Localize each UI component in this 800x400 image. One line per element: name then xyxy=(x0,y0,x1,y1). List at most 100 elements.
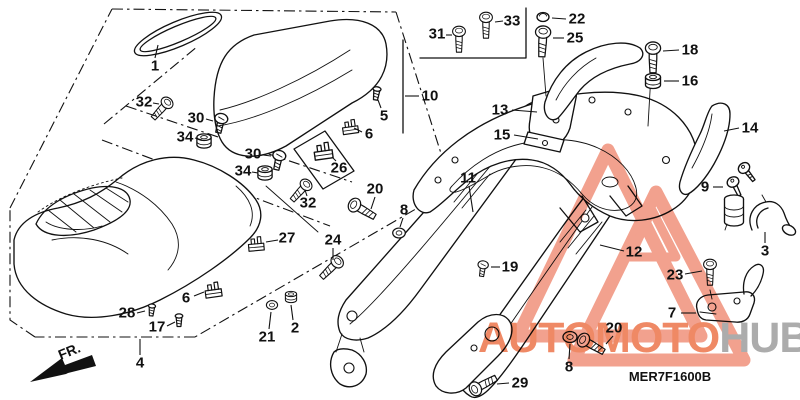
nut-8-glyph xyxy=(392,227,406,239)
callout-12: 12 xyxy=(626,244,643,261)
callout-9: 9 xyxy=(701,179,709,196)
callout-2: 2 xyxy=(291,320,299,337)
callout-8: 8 xyxy=(565,359,573,376)
callout-leader-28 xyxy=(136,310,146,314)
callout-leader-12 xyxy=(599,244,625,252)
callout-leader-34 xyxy=(251,171,259,174)
callout-34: 34 xyxy=(235,163,252,180)
callout-13: 13 xyxy=(492,102,509,119)
callout-leader-8 xyxy=(399,217,404,228)
watermark-text: AUTOMOTOHUB xyxy=(478,314,800,362)
watermark-text-accent: AUTOMOTO xyxy=(478,314,719,362)
callout-27: 27 xyxy=(279,230,296,247)
grommet-16-glyph xyxy=(644,72,662,90)
callout-24: 24 xyxy=(325,232,342,249)
callout-20: 20 xyxy=(606,320,623,337)
bolt-25-glyph xyxy=(533,24,552,58)
clip-6-glyph xyxy=(203,281,223,299)
callout-leader-13 xyxy=(511,109,538,113)
callout-leader-21 xyxy=(268,311,272,330)
callout-34: 34 xyxy=(177,129,194,146)
pin-5-glyph xyxy=(370,85,382,102)
callout-15: 15 xyxy=(494,127,511,144)
callout-leader-5 xyxy=(377,99,382,109)
callout-1: 1 xyxy=(151,58,159,75)
lock-set xyxy=(723,161,756,231)
callout-leader-15 xyxy=(513,134,539,140)
callout-22: 22 xyxy=(569,11,586,28)
clip-26-glyph xyxy=(312,141,334,161)
callout-leader-29 xyxy=(496,382,510,385)
callout-leader-6 xyxy=(353,127,363,133)
callout-leader-30 xyxy=(262,154,272,157)
clip-26-box xyxy=(293,130,355,190)
callout-6: 6 xyxy=(182,290,190,307)
callout-7: 7 xyxy=(668,305,676,322)
bolt-18-glyph xyxy=(644,41,662,74)
bolt-24-glyph xyxy=(316,252,347,283)
capnut-22-glyph xyxy=(536,11,550,23)
screw-19-glyph xyxy=(475,259,490,278)
clip-6-glyph xyxy=(341,118,360,136)
callout-17: 17 xyxy=(149,319,166,336)
seat-rubber-seal xyxy=(133,11,223,57)
callout-leader-1 xyxy=(154,44,159,59)
callout-leader-32 xyxy=(152,102,160,105)
grommet-34-glyph xyxy=(196,133,212,149)
bolt-31-33-box xyxy=(419,7,527,59)
grommet-2-glyph xyxy=(284,290,298,304)
callout-10: 10 xyxy=(422,88,439,105)
callout-29: 29 xyxy=(512,375,529,392)
callout-layer: 1234566788910111213141516171819202021222… xyxy=(119,11,770,392)
main-seat xyxy=(13,156,262,319)
callout-18: 18 xyxy=(682,42,699,59)
callout-leader-26 xyxy=(331,156,337,162)
callout-20: 20 xyxy=(367,181,384,198)
callout-leader-2 xyxy=(290,304,294,321)
right-grab-rail xyxy=(678,102,731,196)
group-boundary-lines xyxy=(9,7,527,338)
callout-8: 8 xyxy=(400,202,408,219)
callout-leader-6 xyxy=(193,291,205,297)
callout-33: 33 xyxy=(504,13,521,30)
callout-31: 31 xyxy=(429,26,446,43)
watermark: AUTOMOTOHUB xyxy=(478,143,800,367)
fr-label: FR. xyxy=(56,339,83,362)
callout-32: 32 xyxy=(136,94,153,111)
bolt-33-glyph xyxy=(479,11,493,39)
callout-leader-32 xyxy=(304,189,308,197)
callout-25: 25 xyxy=(567,30,584,47)
callout-16: 16 xyxy=(682,73,699,90)
callout-4: 4 xyxy=(136,355,145,372)
watermark-text-gray: HUB xyxy=(719,314,800,362)
callout-leader-34 xyxy=(194,137,203,141)
pin-28-glyph xyxy=(146,303,157,317)
callout-6: 6 xyxy=(365,126,373,143)
callout-21: 21 xyxy=(259,329,276,346)
callout-5: 5 xyxy=(380,108,388,125)
pillion-seat xyxy=(213,18,388,157)
callout-32: 32 xyxy=(300,195,317,212)
callout-3: 3 xyxy=(761,243,769,260)
callout-leader-14 xyxy=(723,127,740,132)
seat-lock-bracket xyxy=(749,194,797,236)
callout-leader-33 xyxy=(494,20,504,23)
washer-21-glyph xyxy=(265,300,279,310)
callout-30: 30 xyxy=(188,110,205,127)
callout-leader-17 xyxy=(166,321,176,327)
fasteners xyxy=(146,11,717,399)
callout-11: 11 xyxy=(460,170,476,187)
grommet-34-glyph xyxy=(257,165,273,181)
callout-leader-18 xyxy=(662,49,680,52)
bolt-31-glyph xyxy=(452,25,466,53)
callout-14: 14 xyxy=(742,120,759,137)
callout-26: 26 xyxy=(331,160,348,177)
pin-17-glyph xyxy=(174,313,184,328)
automotohub-logo-triangles xyxy=(511,143,751,367)
clip-27-glyph xyxy=(247,235,265,252)
callout-leader-8 xyxy=(568,343,571,360)
fr-arrow-icon xyxy=(30,355,96,382)
callout-19: 19 xyxy=(502,259,519,276)
